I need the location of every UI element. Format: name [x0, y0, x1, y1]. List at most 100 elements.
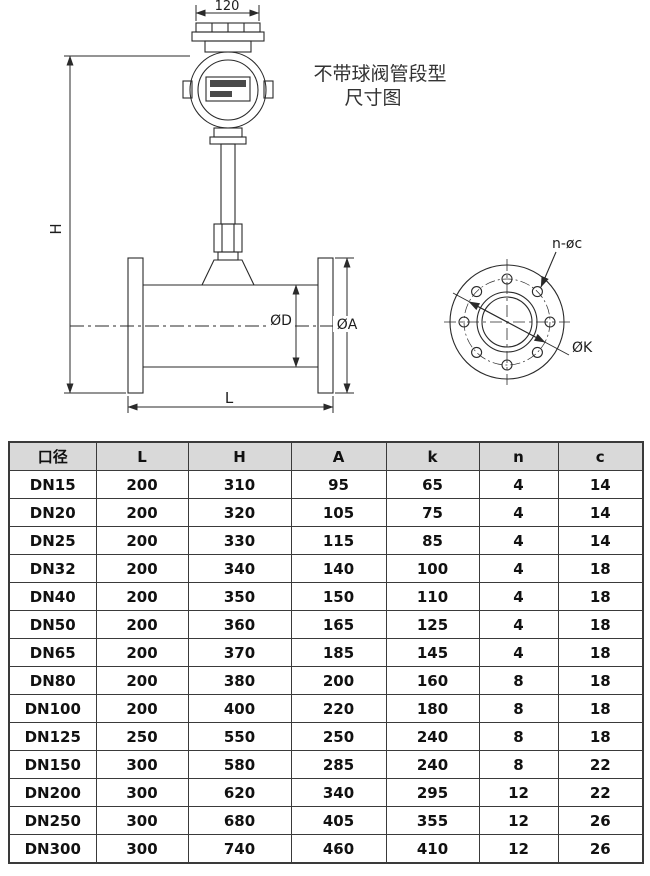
cell-value: 580 — [187, 750, 292, 779]
cell-value: 4 — [478, 526, 559, 555]
cell-value: 405 — [290, 806, 387, 835]
cell-value: 12 — [478, 806, 559, 835]
cell-nominal-diameter: DN32 — [8, 554, 97, 583]
cell-value: 22 — [557, 778, 644, 807]
cell-value: 460 — [290, 834, 387, 864]
cell-nominal-diameter: DN65 — [8, 638, 97, 667]
cell-value: 12 — [478, 834, 559, 864]
cell-nominal-diameter: DN50 — [8, 610, 97, 639]
cell-nominal-diameter: DN25 — [8, 526, 97, 555]
cell-value: 4 — [478, 582, 559, 611]
bolt-circle — [463, 278, 551, 366]
cell-value: 115 — [290, 526, 387, 555]
cell-value: 18 — [557, 582, 644, 611]
cell-value: 165 — [290, 610, 387, 639]
right-flange — [317, 257, 334, 394]
cell-value: 740 — [187, 834, 292, 864]
cell-value: 4 — [478, 638, 559, 667]
cell-value: 100 — [385, 554, 480, 583]
dim-label-120: 120 — [215, 0, 240, 14]
cell-nominal-diameter: DN125 — [8, 722, 97, 751]
dimension-labels: 120 H L ØD ØA — [47, 0, 361, 407]
cell-value: 300 — [95, 750, 189, 779]
sensor-cone — [201, 259, 255, 286]
dim-label-l: L — [225, 389, 234, 407]
cell-value: 145 — [385, 638, 480, 667]
cell-value: 200 — [95, 554, 189, 583]
cell-value: 320 — [187, 498, 292, 527]
cell-nominal-diameter: DN250 — [8, 806, 97, 835]
cell-value: 8 — [478, 722, 559, 751]
cell-value: 160 — [385, 666, 480, 695]
column-header: c — [557, 441, 644, 471]
cell-nominal-diameter: DN80 — [8, 666, 97, 695]
cell-nominal-diameter: DN300 — [8, 834, 97, 864]
cell-value: 200 — [95, 666, 189, 695]
cell-value: 18 — [557, 666, 644, 695]
cell-value: 26 — [557, 806, 644, 835]
cell-value: 240 — [385, 750, 480, 779]
cell-value: 380 — [187, 666, 292, 695]
cell-value: 95 — [290, 470, 387, 499]
cell-nominal-diameter: DN40 — [8, 582, 97, 611]
cell-value: 14 — [557, 526, 644, 555]
cell-value: 300 — [95, 834, 189, 864]
cell-value: 350 — [187, 582, 292, 611]
cell-value: 355 — [385, 806, 480, 835]
cell-value: 18 — [557, 638, 644, 667]
cell-value: 18 — [557, 610, 644, 639]
dim-label-flange-diameter: ØA — [337, 317, 358, 333]
cell-value: 220 — [290, 694, 387, 723]
cell-value: 14 — [557, 498, 644, 527]
cell-value: 200 — [95, 694, 189, 723]
cell-value: 410 — [385, 834, 480, 864]
cell-value: 18 — [557, 694, 644, 723]
cell-value: 200 — [95, 470, 189, 499]
cell-value: 200 — [95, 582, 189, 611]
cell-value: 340 — [187, 554, 292, 583]
cell-value: 65 — [385, 470, 480, 499]
flange-end-view — [444, 251, 570, 385]
cell-value: 4 — [478, 470, 559, 499]
cell-value: 400 — [187, 694, 292, 723]
cell-value: 300 — [95, 806, 189, 835]
cell-value: 250 — [290, 722, 387, 751]
cell-value: 12 — [478, 778, 559, 807]
cell-value: 185 — [290, 638, 387, 667]
cell-value: 330 — [187, 526, 292, 555]
cell-value: 140 — [290, 554, 387, 583]
cell-value: 14 — [557, 470, 644, 499]
cell-value: 125 — [385, 610, 480, 639]
cell-value: 8 — [478, 694, 559, 723]
cell-value: 8 — [478, 750, 559, 779]
cell-value: 300 — [95, 778, 189, 807]
hex-fitting — [213, 223, 243, 253]
column-header: 口径 — [8, 441, 97, 471]
column-header: n — [478, 441, 559, 471]
cell-nominal-diameter: DN150 — [8, 750, 97, 779]
column-header: A — [290, 441, 387, 471]
transmitter-housing — [189, 51, 267, 129]
label-bolt-holes: n-øc — [552, 236, 582, 252]
cell-value: 4 — [478, 610, 559, 639]
cell-value: 200 — [95, 498, 189, 527]
drawing-title-line1: 不带球阀管段型 — [313, 63, 446, 85]
column-header: L — [95, 441, 189, 471]
drawing-title-line2: 尺寸图 — [344, 87, 401, 109]
cell-value: 620 — [187, 778, 292, 807]
cell-value: 150 — [290, 582, 387, 611]
cell-nominal-diameter: DN100 — [8, 694, 97, 723]
cell-value: 4 — [478, 554, 559, 583]
cell-value: 26 — [557, 834, 644, 864]
